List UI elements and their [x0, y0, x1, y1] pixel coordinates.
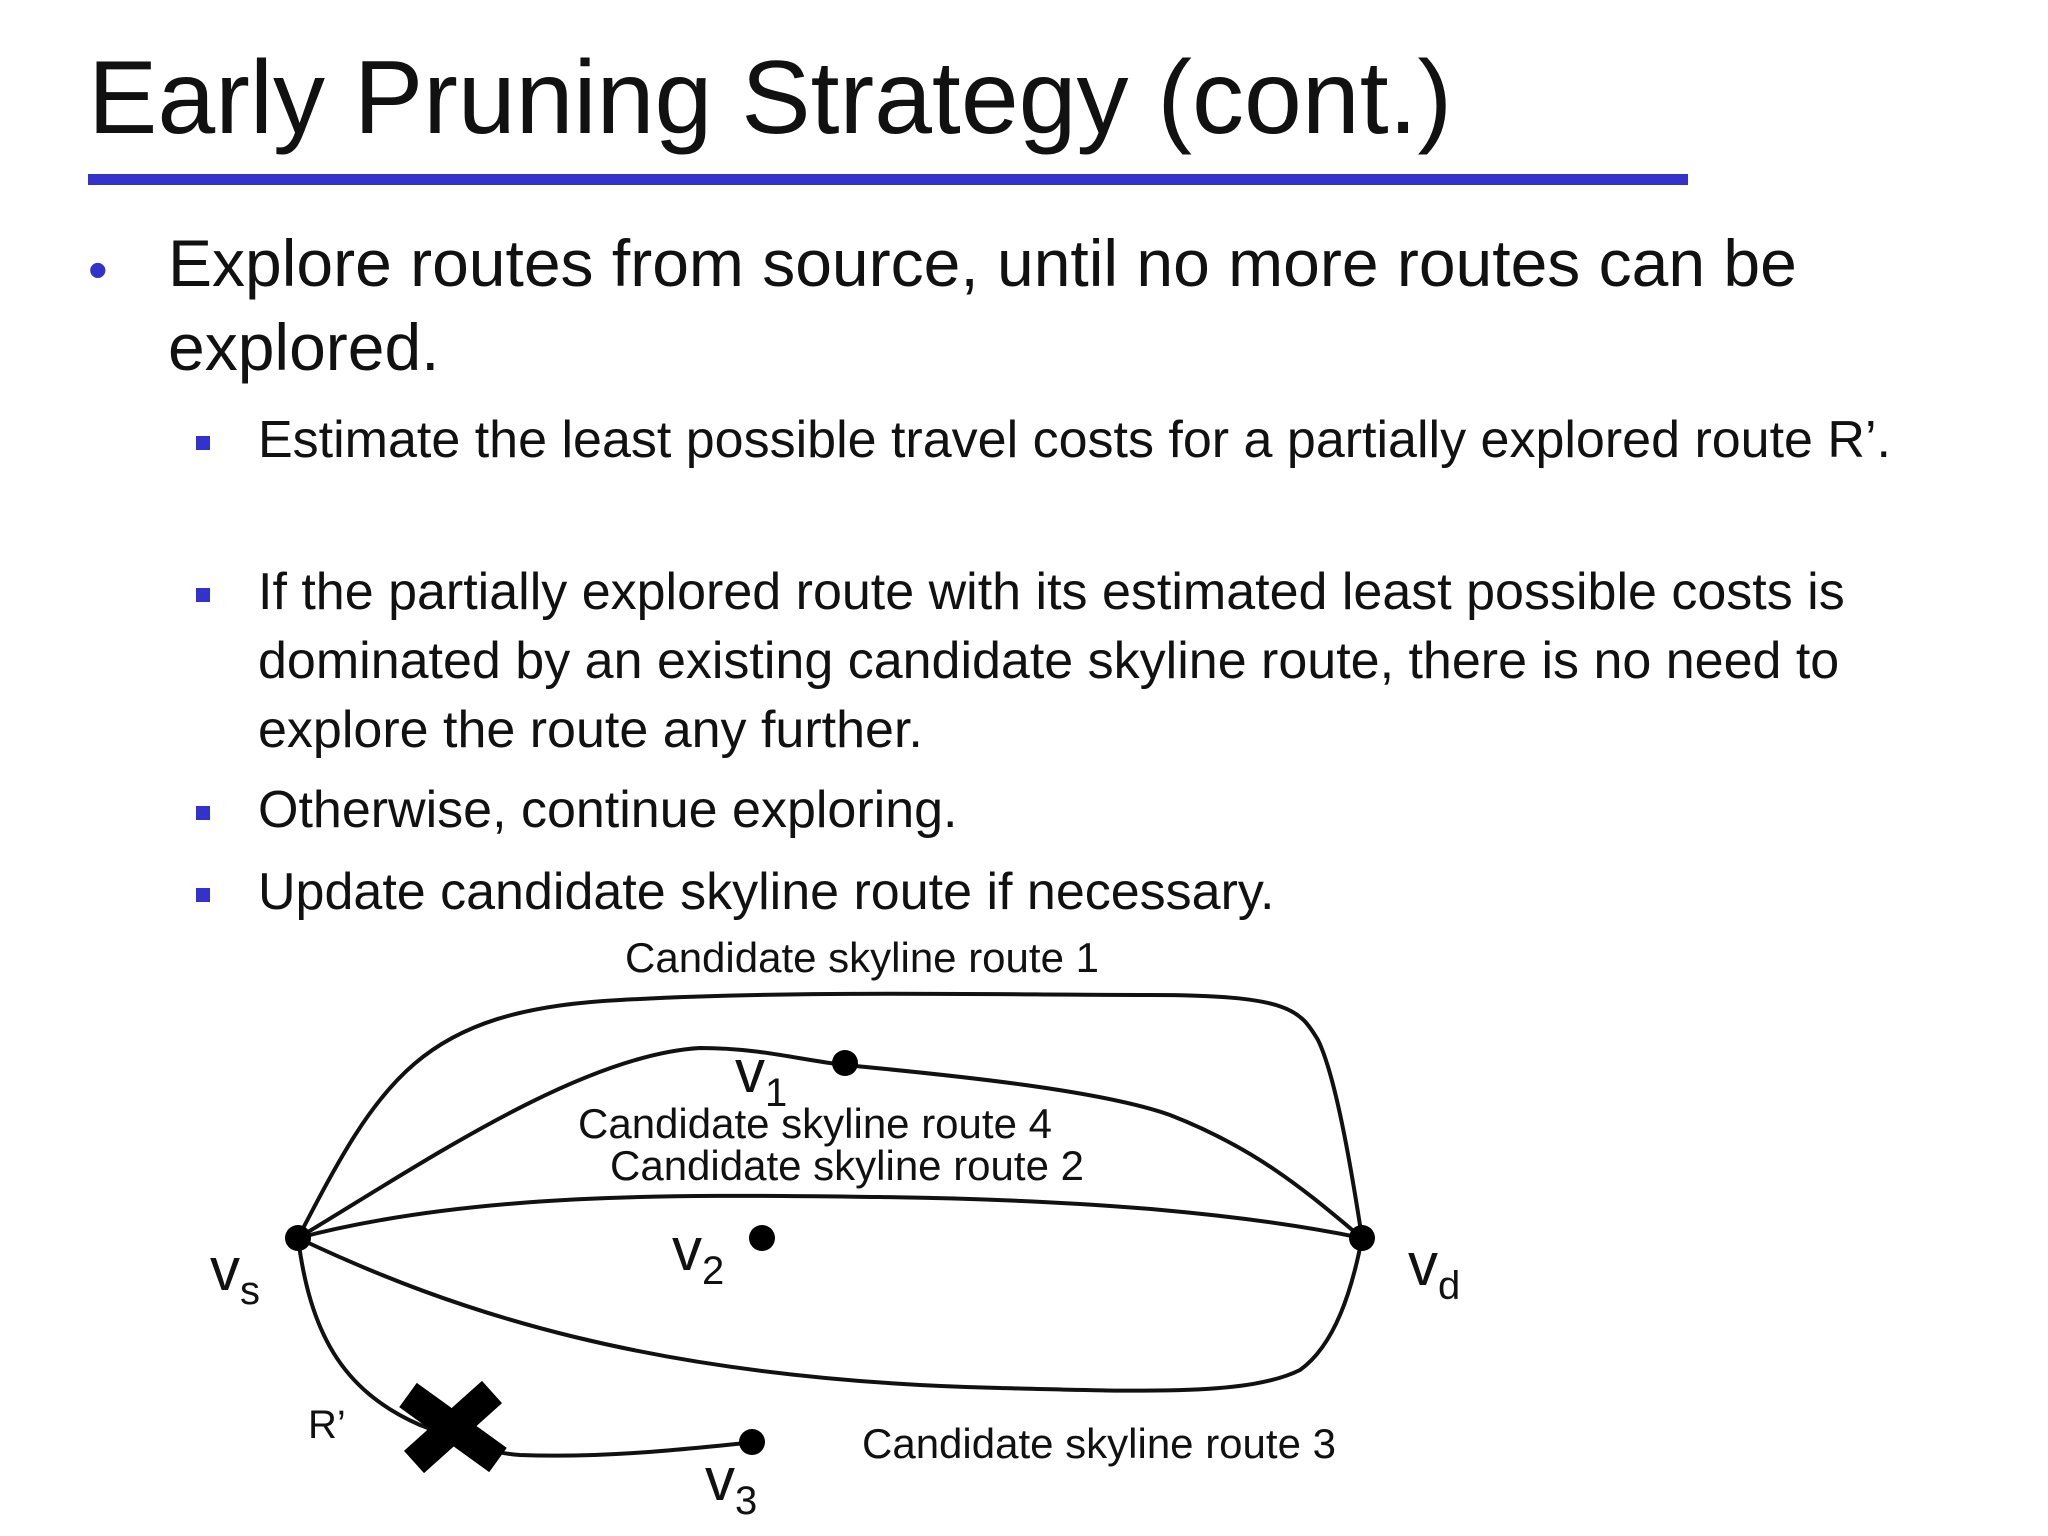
sub-bullet-text: Update candidate skyline route if necess… [258, 863, 1275, 921]
bullet-marker: • [88, 238, 108, 301]
x-mark-icon [399, 1380, 507, 1474]
label-route-2: Candidate skyline route 2 [610, 1142, 1084, 1189]
route-3-edge [297, 1236, 1364, 1393]
bullet-text: Explore routes from source, until no mor… [168, 226, 1797, 384]
label-r-prime: R’ [308, 1403, 346, 1447]
label-route-3: Candidate skyline route 3 [862, 1420, 1336, 1467]
square-bullet-icon [196, 806, 210, 820]
square-bullet-icon [196, 588, 210, 602]
route-2-edge [297, 1193, 1363, 1240]
square-bullet-icon [196, 888, 210, 902]
node-vd [1349, 1225, 1375, 1251]
route-1-edge [296, 991, 1364, 1239]
label-vs: vs [210, 1236, 260, 1313]
label-v1: v1 [735, 1038, 787, 1115]
sub-bullet-text: If the partially explored route with its… [258, 563, 1845, 759]
label-route-1: Candidate skyline route 1 [625, 934, 1099, 981]
label-route-4: Candidate skyline route 4 [578, 1100, 1052, 1147]
square-bullet-icon [196, 436, 210, 450]
label-v3: v3 [705, 1446, 757, 1523]
slide-title: Early Pruning Strategy (cont.) [88, 40, 1453, 156]
node-v3 [739, 1429, 765, 1455]
sub-bullet-text: Otherwise, continue exploring. [258, 781, 958, 839]
node-vs [285, 1225, 311, 1251]
title-underline [88, 174, 1688, 185]
node-v1 [832, 1050, 858, 1076]
label-v2: v2 [672, 1216, 724, 1293]
sub-bullet-text: Estimate the least possible travel costs… [258, 411, 1891, 469]
node-v2 [749, 1225, 775, 1251]
label-vd: vd [1408, 1231, 1460, 1308]
